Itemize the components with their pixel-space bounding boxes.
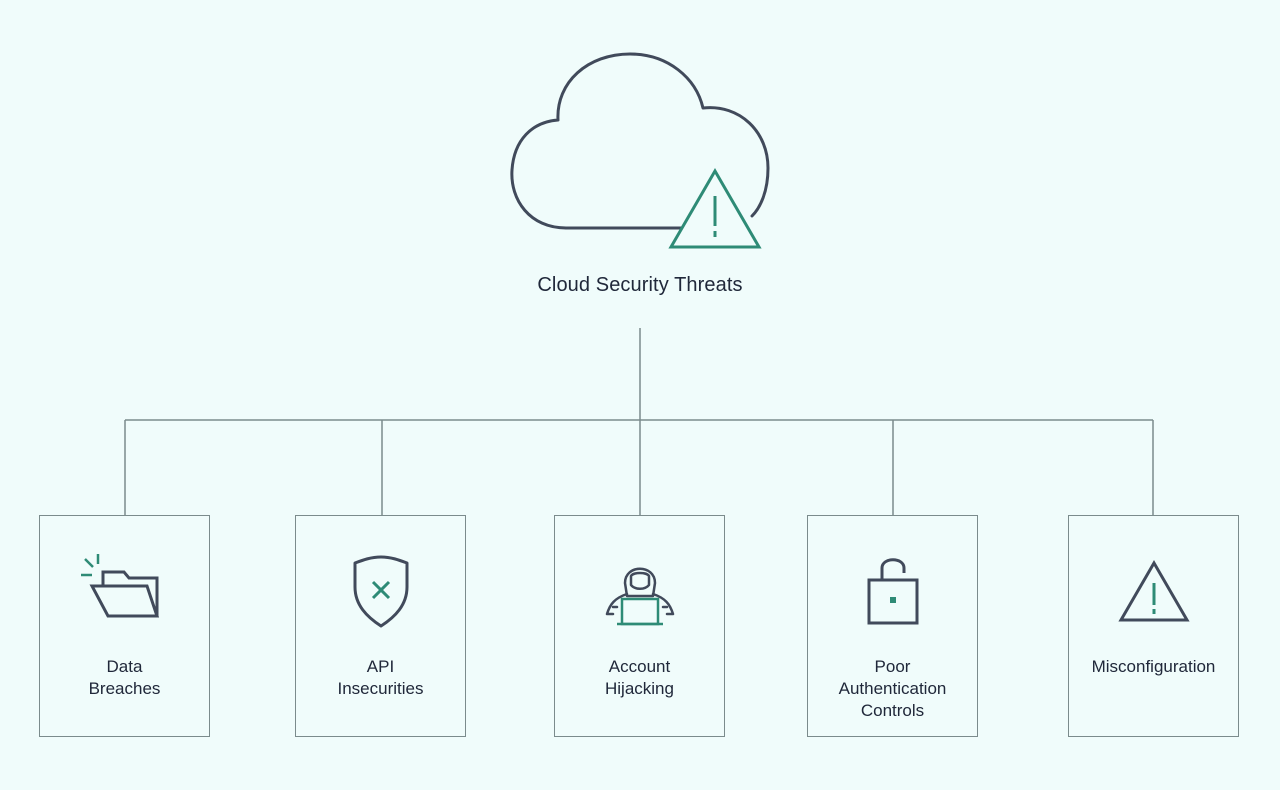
padlock-icon — [808, 546, 977, 636]
threat-box-account-hijacking: Account Hijacking — [554, 515, 725, 737]
hacker-icon — [555, 546, 724, 636]
root-title: Cloud Security Threats — [537, 274, 743, 296]
threat-label-line: API — [366, 657, 395, 676]
threat-box-misconfiguration: Misconfiguration — [1068, 515, 1239, 737]
warning-triangle-icon — [1069, 546, 1238, 636]
threat-label: API Insecurities — [302, 656, 459, 700]
threat-label-line: Authentication — [838, 679, 947, 698]
threat-box-data-breaches: Data Breaches — [39, 515, 210, 737]
threat-label-line: Hijacking — [605, 679, 674, 698]
threat-box-poor-authentication-controls: Poor Authentication Controls — [807, 515, 978, 737]
threat-label: Data Breaches — [46, 656, 203, 700]
threat-label-line: Breaches — [88, 679, 161, 698]
threat-label-line: Controls — [860, 701, 925, 720]
threat-box-api-insecurities: API Insecurities — [295, 515, 466, 737]
threat-label-line: Insecurities — [337, 679, 424, 698]
threat-label-line: Poor — [874, 657, 911, 676]
threat-label-line: Data — [106, 657, 143, 676]
threat-label-line: Misconfiguration — [1091, 657, 1216, 676]
threat-label: Poor Authentication Controls — [814, 656, 971, 722]
threat-label: Account Hijacking — [561, 656, 718, 700]
folder-breach-icon — [40, 546, 209, 636]
threat-label-line: Account — [608, 657, 671, 676]
threat-label: Misconfiguration — [1075, 656, 1232, 678]
shield-x-icon — [296, 546, 465, 636]
